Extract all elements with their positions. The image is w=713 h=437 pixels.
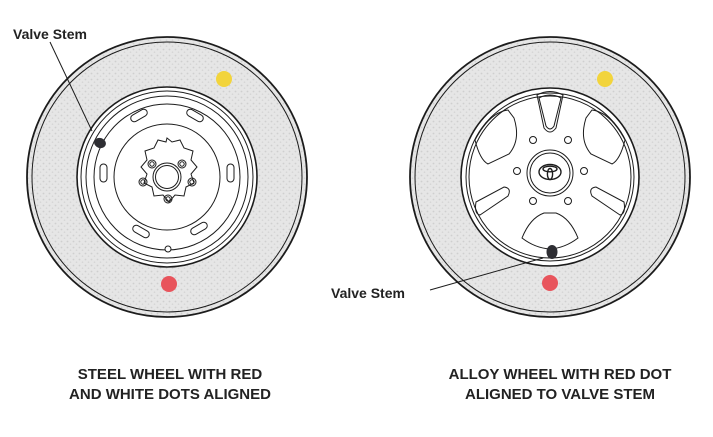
left-valve-stem-callout: Valve Stem [13,26,87,42]
callout-leader-line [429,257,544,291]
steel-wheel-rim [76,86,258,268]
toyota-logo-icon [538,163,562,181]
red-dot [161,276,177,292]
left-caption: STEEL WHEEL WITH RED AND WHITE DOTS ALIG… [40,365,300,405]
right-caption-line1: ALLOY WHEEL WITH RED DOT [448,366,672,383]
right-caption: ALLOY WHEEL WITH RED DOT ALIGNED TO VALV… [410,365,710,405]
right-valve-stem-callout: Valve Stem [331,285,405,301]
callout-leader-line [49,41,93,132]
left-caption-line1: STEEL WHEEL WITH RED [77,366,263,383]
valve-stem [94,137,106,149]
valve-stem [546,245,558,259]
red-dot [542,275,558,291]
yellow-dot [597,71,613,87]
left-caption-line2: AND WHITE DOTS ALIGNED [69,386,271,403]
yellow-dot [216,71,232,87]
alloy-wheel-rim [460,87,640,267]
right-caption-line2: ALIGNED TO VALVE STEM [464,386,655,403]
steel-wheel-hub [138,137,198,204]
